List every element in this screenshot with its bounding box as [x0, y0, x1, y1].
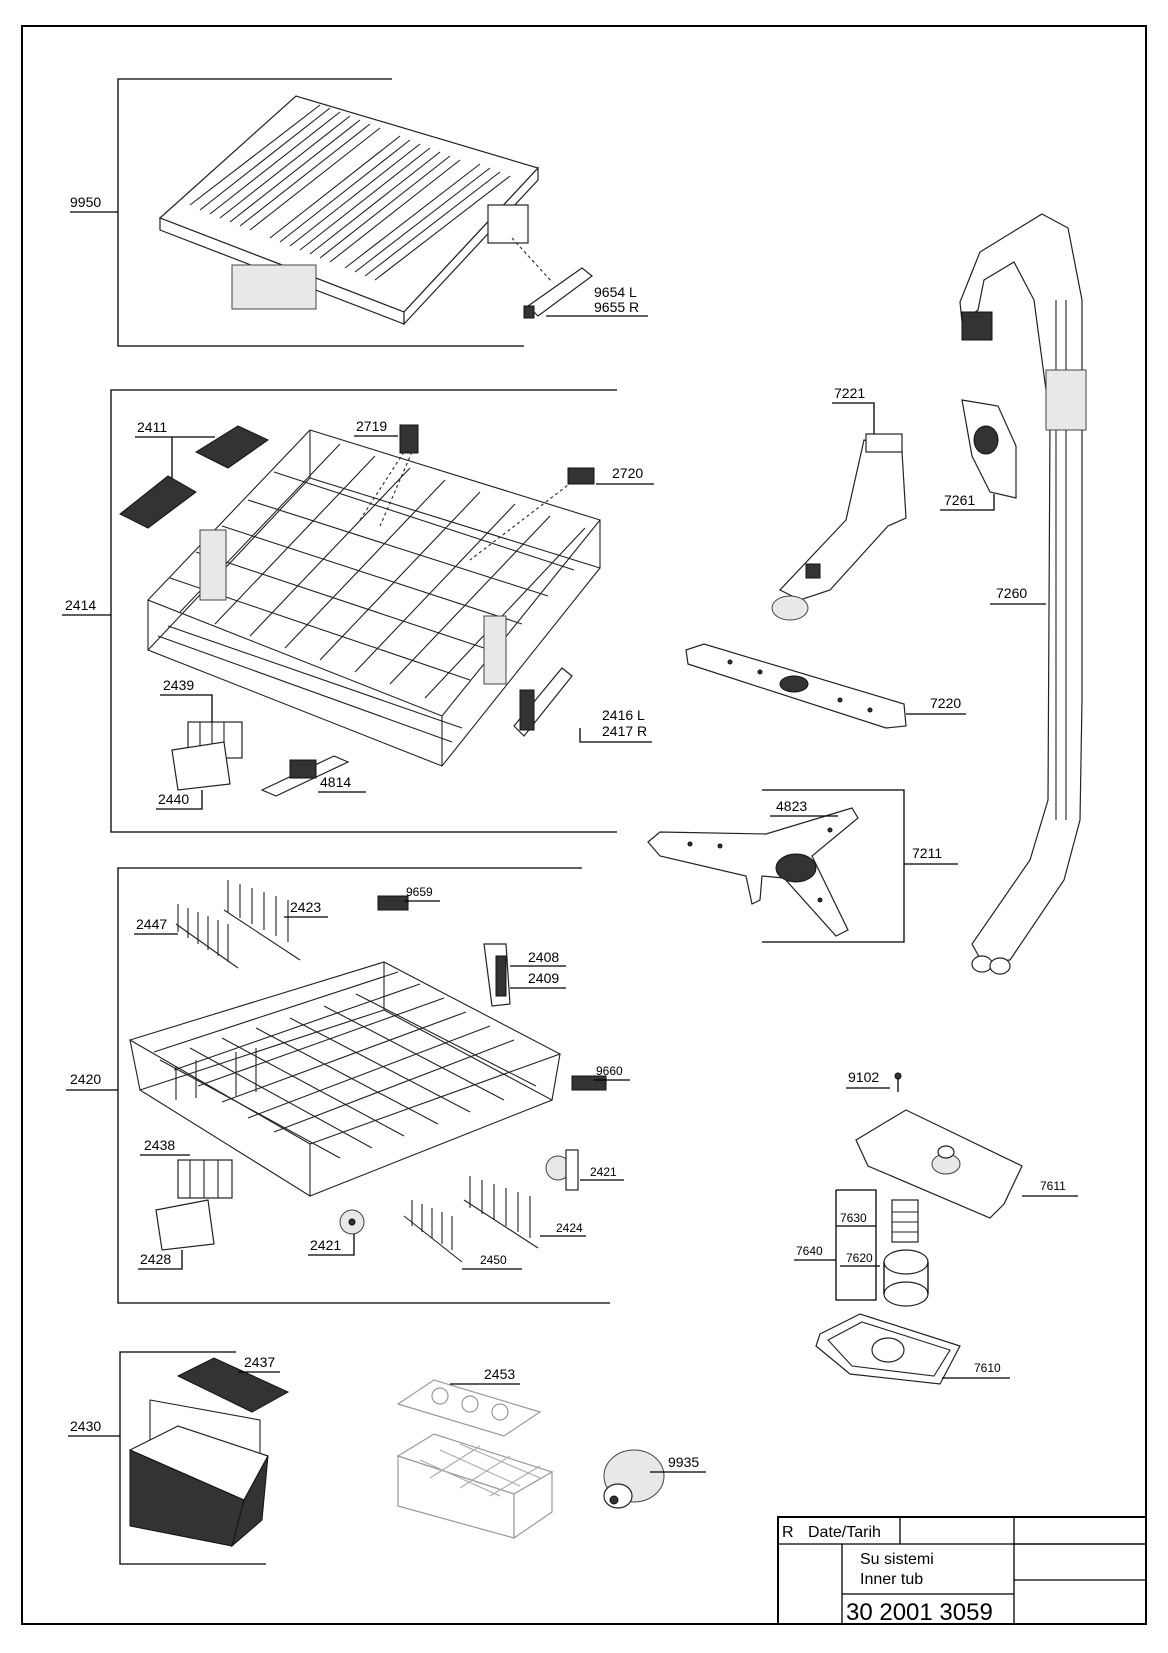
part-2408-2409-bracket: [483, 943, 511, 1007]
lower-basket-wireframe: [128, 961, 562, 1197]
group-2414-upper-basket: 2414 2411 2719: [62, 389, 654, 833]
label-2421-right: 2421: [590, 1165, 617, 1179]
part-2428-cover: [155, 1199, 215, 1251]
part-9654-9655-rail: [523, 267, 593, 319]
group-filter-sump: 9102 7611 7630 7620 7640 7610: [794, 1069, 1078, 1385]
part-2421-wheel-right: [545, 1149, 579, 1191]
part-7261-connector: [961, 399, 1017, 499]
group-9950-cutlery-tray: 9950 9654 L 9655 R: [70, 78, 648, 347]
part-2720-clip: [469, 467, 595, 561]
label-9655: 9655 R: [594, 299, 639, 315]
label-7610: 7610: [974, 1361, 1001, 1375]
part-2440-cover: [171, 741, 231, 791]
label-2417: 2417 R: [602, 723, 647, 739]
label-2437: 2437: [244, 1354, 275, 1370]
part-7211-lower-spray-arm: [647, 807, 859, 937]
label-9950: 9950: [70, 194, 101, 210]
label-9935: 9935: [668, 1454, 699, 1470]
part-2450-tine-rack: [403, 1200, 463, 1263]
group-2453-rack: 2453: [396, 1366, 554, 1540]
part-2421-wheel-lower: [339, 1209, 365, 1235]
title-block-date-label: Date/Tarih: [808, 1524, 881, 1541]
part-2719-clip: [359, 424, 419, 527]
part-2437-basket-lid: [176, 1357, 290, 1413]
label-7261: 7261: [944, 492, 975, 508]
part-7220-spray-arm: [685, 643, 907, 729]
part-7221-spray-pipe: [771, 433, 907, 621]
title-block-rev: R: [782, 1524, 794, 1541]
label-2430: 2430: [70, 1418, 101, 1434]
label-2450: 2450: [480, 1253, 507, 1267]
part-7611-fine-filter: [855, 1109, 1023, 1219]
label-2720: 2720: [612, 465, 643, 481]
label-9660: 9660: [596, 1064, 623, 1078]
label-7630: 7630: [840, 1211, 867, 1225]
part-2416-2417-side-guide: [513, 667, 573, 737]
group-9935-cap: 9935: [603, 1449, 706, 1509]
label-2416: 2416 L: [602, 707, 645, 723]
label-2453: 2453: [484, 1366, 515, 1382]
label-4823: 4823: [776, 798, 807, 814]
part-2411-cup-shelves: [119, 425, 269, 529]
label-9659: 9659: [406, 885, 433, 899]
label-2420: 2420: [70, 1071, 101, 1087]
label-9654: 9654 L: [594, 284, 637, 300]
label-2428: 2428: [140, 1251, 171, 1267]
part-2430-basket: [128, 1399, 269, 1548]
part-9660-wheel-clip: [571, 1075, 607, 1091]
group-2430-cutlery-basket: 2430 2437: [68, 1351, 290, 1565]
label-7211: 7211: [912, 845, 942, 861]
part-7260-water-duct: [959, 213, 1087, 975]
part-2424-tine-rack: [463, 1176, 539, 1249]
label-2440: 2440: [158, 791, 189, 807]
title-block-name-en: Inner tub: [860, 1571, 923, 1588]
label-7611: 7611: [1040, 1179, 1066, 1193]
label-9102: 9102: [848, 1069, 879, 1085]
part-2447-tine-rack: [175, 904, 239, 969]
part-9659-clip: [377, 895, 409, 911]
part-9935-cap: [603, 1449, 665, 1509]
label-2439: 2439: [163, 677, 194, 693]
title-block-name-tr: Su sistemi: [860, 1551, 934, 1568]
label-2719: 2719: [356, 418, 387, 434]
group-spray-system: 7221 7260 7261 7220: [647, 213, 1087, 975]
label-2408: 2408: [528, 949, 559, 965]
part-2438-filter: [177, 1159, 233, 1199]
part-2453-rack: [396, 1379, 554, 1540]
label-7640: 7640: [796, 1244, 823, 1258]
label-4814: 4814: [320, 774, 351, 790]
part-7610-filter-seal: [815, 1313, 961, 1385]
label-2414: 2414: [65, 597, 96, 613]
sheet-border: [21, 25, 1147, 1625]
label-2438: 2438: [144, 1137, 175, 1153]
part-7630-micro-filter: [891, 1199, 919, 1243]
part-7620-coarse-filter: [883, 1249, 929, 1307]
part-9102-screw: [894, 1072, 902, 1092]
label-7220: 7220: [930, 695, 961, 711]
title-block: R Date/Tarih Su sistemi Inner tub 30 200…: [777, 1516, 1147, 1626]
part-2423-tine-rack: [223, 880, 301, 961]
label-7221: 7221: [834, 385, 865, 401]
title-block-drawing-number: 30 2001 3059: [846, 1599, 993, 1626]
label-7620: 7620: [846, 1251, 873, 1265]
label-2411: 2411: [137, 419, 167, 435]
upper-basket-wireframe: [147, 429, 601, 767]
label-2424: 2424: [556, 1221, 583, 1235]
part-4814-holder: [260, 755, 350, 797]
label-2447: 2447: [136, 916, 167, 932]
group-2420-lower-basket: 2420 2447 2423 9659: [66, 867, 630, 1304]
label-2421-lower: 2421: [310, 1237, 341, 1253]
label-2423: 2423: [290, 899, 321, 915]
label-2409: 2409: [528, 970, 559, 986]
label-7260: 7260: [996, 585, 1027, 601]
